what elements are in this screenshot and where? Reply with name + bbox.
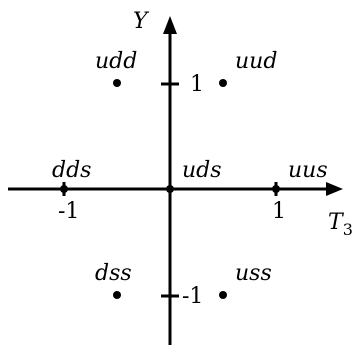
particle-group: udd uud dds uds uus dss uss [52, 49, 328, 299]
y-tick-label-pos: 1 [190, 72, 204, 97]
t3-axis-subscript: 3 [343, 220, 353, 239]
t3-tick-label-neg: -1 [58, 199, 79, 224]
particle-dot-uss [219, 291, 227, 299]
y-tick-label-neg: -1 [182, 284, 203, 309]
particle-label-uud: uud [235, 49, 277, 74]
particle-label-uds: uds [182, 158, 222, 183]
t3-tick-label-pos: 1 [272, 199, 286, 224]
y-axis-arrow [163, 16, 177, 34]
particle-label-dss: dss [95, 261, 132, 286]
particle-label-uus: uus [288, 158, 328, 183]
particle-dot-uud [219, 79, 227, 87]
y-axis-label: Y [133, 9, 150, 34]
particle-label-udd: udd [95, 49, 137, 74]
t3-axis-arrow [326, 182, 343, 196]
particle-label-uss: uss [235, 261, 272, 286]
particle-dot-dss [113, 291, 121, 299]
particle-label-dds: dds [52, 158, 91, 183]
particle-dot-uds [166, 185, 174, 193]
particle-dot-dds [60, 185, 68, 193]
t3-axis-label: T3 [328, 210, 353, 239]
particle-dot-uus [272, 185, 280, 193]
particle-dot-udd [113, 79, 121, 87]
